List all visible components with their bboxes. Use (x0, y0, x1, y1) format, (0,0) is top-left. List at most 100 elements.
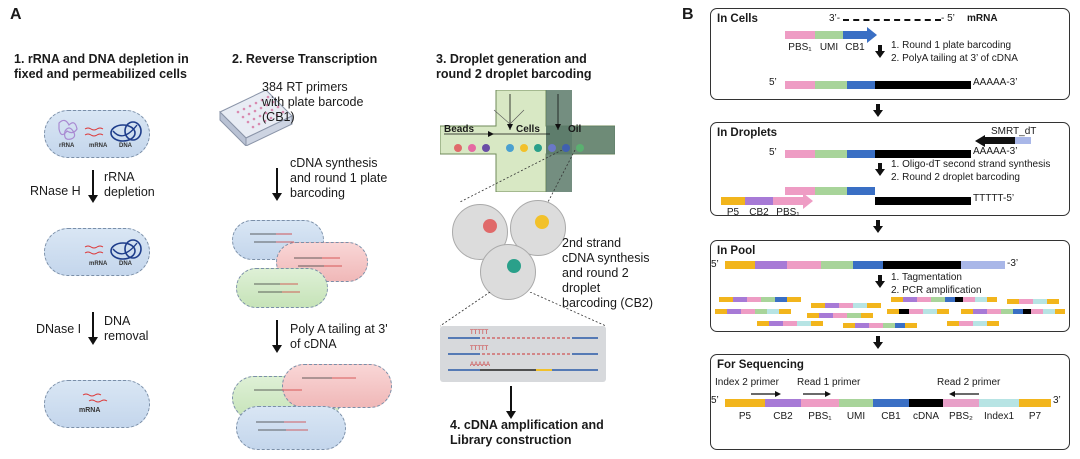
step3-title-line2: round 2 droplet barcoding (436, 67, 592, 81)
droplets-lower-dt-region (875, 197, 971, 205)
rnaseh-arrow (88, 170, 98, 203)
in-cells-strand-cb1 (847, 81, 875, 89)
primer-umi (815, 31, 843, 39)
droplets-strand-cdna (875, 150, 971, 158)
mrna-3prime: 3’- (829, 13, 841, 24)
seq-seg-cdna (909, 399, 943, 407)
pool-strand-smrt (961, 261, 1005, 269)
cell1-contents (58, 119, 142, 142)
polya-arrow (272, 320, 282, 353)
dnase-label: DNase I (36, 322, 82, 336)
step4-title: 4. cDNA amplification and Library constr… (450, 418, 604, 448)
rnaseh-desc-line2: depletion (104, 185, 155, 199)
barcoded-cell-green (236, 268, 328, 308)
arrow-droplets-to-pool (873, 220, 883, 233)
synth-desc-line1: cDNA synthesis (290, 156, 378, 170)
zoom-lines-top (459, 150, 576, 203)
seq-label-umi: UMI (846, 411, 866, 422)
beads-label: Beads (444, 124, 475, 135)
pool-strand-cb2 (755, 261, 787, 269)
in-cells-strand-cdna (875, 81, 971, 89)
seq-label-cb2: CB2 (773, 411, 793, 422)
droplet-desc: 2nd strand cDNA synthesis and round 2 dr… (562, 236, 653, 311)
tailed-cell-red (282, 364, 392, 408)
droplet-desc-line1: 2nd strand (562, 236, 622, 250)
synth-arrow (272, 168, 282, 201)
droplet-desc-line4: droplet (562, 281, 601, 295)
plate-desc-line1: 384 RT primers (262, 80, 348, 94)
in-cells-step2: 2. PolyA tailing at 3’ of cDNA (891, 53, 1018, 64)
primer-pbs1 (785, 31, 815, 39)
droplet-3-bead (507, 259, 521, 273)
cell3-mrna-label: mRNA (79, 407, 101, 414)
droplets-lower-pbs1 (773, 197, 803, 205)
primer-arrows (751, 391, 979, 397)
seq-seg-index1 (979, 399, 1019, 407)
mrna-label: mRNA (967, 13, 998, 24)
droplet-desc-line5: barcoding (CB2) (562, 296, 654, 310)
seq-label-pbs2: PBS₂ (949, 411, 973, 422)
cell1-rrna-label: rRNA (59, 143, 75, 149)
seq-strand-5prime: 5’ (711, 395, 719, 406)
in-pool-step-arrow (875, 275, 885, 288)
seq-seg-cb2 (765, 399, 801, 407)
synth-desc-line2: and round 1 plate (290, 171, 388, 185)
step4-title-line2: Library construction (450, 433, 572, 447)
seq-label-1: TTTTT (470, 330, 489, 336)
in-pool-step2: 2. PCR amplification (891, 285, 982, 296)
in-cells-strand-5prime: 5’ (769, 77, 777, 88)
pool-strand-3prime: -3’ (1007, 258, 1019, 269)
microfluidic-chip (440, 90, 615, 192)
cell-before-depletion: rRNA mRNA DNA (44, 110, 150, 158)
step3-title-line1: 3. Droplet generation and (436, 52, 587, 66)
smrt-tail (1015, 137, 1031, 144)
in-pool-step1: 1. Tagmentation (891, 272, 962, 283)
pool-fragments (715, 297, 1065, 328)
in-cells-box: In Cells 3’- - 5’ mRNA PBS₁ UMI CB1 1. R… (710, 8, 1070, 100)
droplets-strand-5prime: 5’ (769, 147, 777, 158)
droplets-lower-3prime: TTTTT-5’ (973, 193, 1015, 204)
polya-desc-line1: Poly A tailing at 3' (290, 322, 388, 336)
dnase-desc: DNA removal (104, 314, 148, 344)
droplets-p5-label: P5 (726, 207, 740, 218)
index2-primer-label: Index 2 primer (715, 377, 779, 388)
rt-plate-icon (219, 89, 293, 146)
seq-seg-pbs1 (801, 399, 839, 407)
droplets-strand-3prime: AAAAA-3’ (973, 146, 1018, 157)
droplets-lower-upper-cb1 (847, 187, 875, 195)
droplets-lower-upper-umi (815, 187, 847, 195)
seq-seg-p7 (1019, 399, 1051, 407)
smrt-label: SMRT_dT (991, 126, 1037, 137)
polya-desc-line2: of cDNA (290, 337, 337, 351)
seq-strand-3prime: 3’ (1053, 395, 1061, 406)
read1-primer-label: Read 1 primer (797, 377, 861, 388)
oil-label: Oil (568, 124, 582, 135)
primer-cb1 (843, 31, 867, 39)
seq-label-cdna: cDNA (912, 411, 940, 422)
droplet-2 (510, 200, 566, 256)
cell3-contents (82, 393, 108, 403)
droplets-strand-pbs1 (785, 150, 815, 158)
droplets-strand-cb1 (847, 150, 875, 158)
droplet-sequence-box: TTTTT TTTTT AAAAA (440, 326, 606, 382)
mrna-dashed-line (843, 19, 941, 21)
dnase-desc-line1: DNA (104, 314, 131, 328)
synth-desc-line3: barcoding (290, 186, 345, 200)
in-cells-step1: 1. Round 1 plate barcoding (891, 40, 1012, 51)
seq-seg-pbs2 (943, 399, 979, 407)
tailed-strands (254, 377, 356, 431)
seq-seg-umi (839, 399, 873, 407)
seq-label-index1: Index1 (983, 411, 1015, 422)
droplet-desc-line3: and round 2 (562, 266, 629, 280)
polya-desc: Poly A tailing at 3' of cDNA (290, 322, 388, 352)
rnaseh-desc: rRNA depletion (104, 170, 155, 200)
zoom-lines-bottom (440, 292, 607, 327)
plate-desc: 384 RT primers with plate barcode (CB1) (262, 80, 363, 125)
in-pool-title: In Pool (717, 245, 756, 257)
seq-seg-p5 (725, 399, 765, 407)
cell-after-rnaseh: mRNA DNA (44, 228, 150, 276)
dnase-arrow (88, 312, 98, 345)
arrow-pool-to-sequencing (873, 336, 883, 349)
smrt-arrowhead-icon (975, 135, 985, 147)
droplet-2-bead (535, 215, 549, 229)
